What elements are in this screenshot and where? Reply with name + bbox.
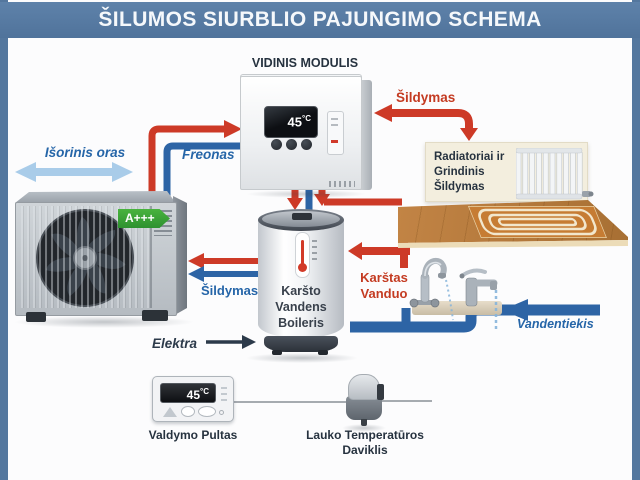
module-boiler-red-arrow-icon xyxy=(287,198,303,210)
indoor-module-display: 45°C xyxy=(264,106,318,138)
freon-cold-pipe xyxy=(163,142,242,202)
energy-rating-badge: A+++ xyxy=(118,209,170,228)
oval-button[interactable] xyxy=(198,406,216,417)
page-title: ŠILUMOS SIURBLIO PAJUNGIMO SCHEMA xyxy=(98,8,542,31)
radiator-icon xyxy=(516,148,594,200)
heating-supply-label: Šildymas xyxy=(396,90,456,105)
radiator-panel-label: Radiatoriai ir Grindinis Šildymas xyxy=(434,151,505,193)
outdoor-air-label: Išorinis oras xyxy=(44,145,126,160)
outdoor-temperature-sensor xyxy=(342,372,386,432)
round-button[interactable] xyxy=(181,406,195,417)
control-panel-label: Valdymo Pultas xyxy=(148,428,238,442)
control-panel-display: 45°C xyxy=(160,383,216,403)
indoor-module: VIDINIS MODULIS 45°C xyxy=(238,56,374,198)
indicator-dot xyxy=(219,410,224,415)
floor-return-arrow-icon xyxy=(348,242,362,260)
electricity-label: Elektra xyxy=(152,336,198,351)
outdoor-air-arrow-icon xyxy=(15,162,133,182)
heating-red-arrow-icon xyxy=(188,253,204,269)
floor-heating-arrow-icon xyxy=(314,194,330,206)
outdoor-unit: A+++ xyxy=(14,190,194,332)
module-side-indicator xyxy=(327,111,344,155)
module-button[interactable] xyxy=(301,139,312,150)
hot-water-label: Karštas Vanduo xyxy=(360,270,408,301)
freon-hot-arrow-icon xyxy=(224,120,242,138)
radiator-supply-left-arrow-icon xyxy=(374,104,392,122)
left-border-strip xyxy=(0,0,8,480)
radiator-supply-pipe xyxy=(388,109,473,129)
boiler-label: Karšto Vandens Boileris xyxy=(275,284,327,330)
up-button[interactable] xyxy=(163,407,177,417)
right-border-strip xyxy=(632,0,640,480)
fan-icon xyxy=(36,209,134,307)
module-button[interactable] xyxy=(286,139,297,150)
thermometer-icon xyxy=(295,232,310,278)
underfloor-heating-icon xyxy=(468,206,607,238)
sensor-label: Lauko Temperatūros Daviklis xyxy=(306,428,424,457)
freon-hot-pipe xyxy=(148,125,226,202)
heating-return-label: Šildymas xyxy=(201,283,259,298)
indoor-module-label: VIDINIS MODULIS xyxy=(251,56,359,70)
heating-blue-arrow-icon xyxy=(188,266,204,282)
refrigerant-label: Freonas xyxy=(182,147,235,162)
electricity-arrow-icon xyxy=(242,335,256,349)
module-button[interactable] xyxy=(271,139,282,150)
water-supply-label: Vandentiekis xyxy=(517,317,594,331)
water-supply-arrow-icon xyxy=(502,299,528,321)
radiator-supply-down-arrow-icon xyxy=(460,128,478,141)
faucet-icon xyxy=(409,257,498,332)
control-panel: 45°C xyxy=(152,376,234,422)
hot-water-boiler: Karšto Vandens Boileris xyxy=(246,208,358,363)
header-band: ŠILUMOS SIURBLIO PAJUNGIMO SCHEMA xyxy=(0,2,640,38)
status-led xyxy=(331,140,338,143)
